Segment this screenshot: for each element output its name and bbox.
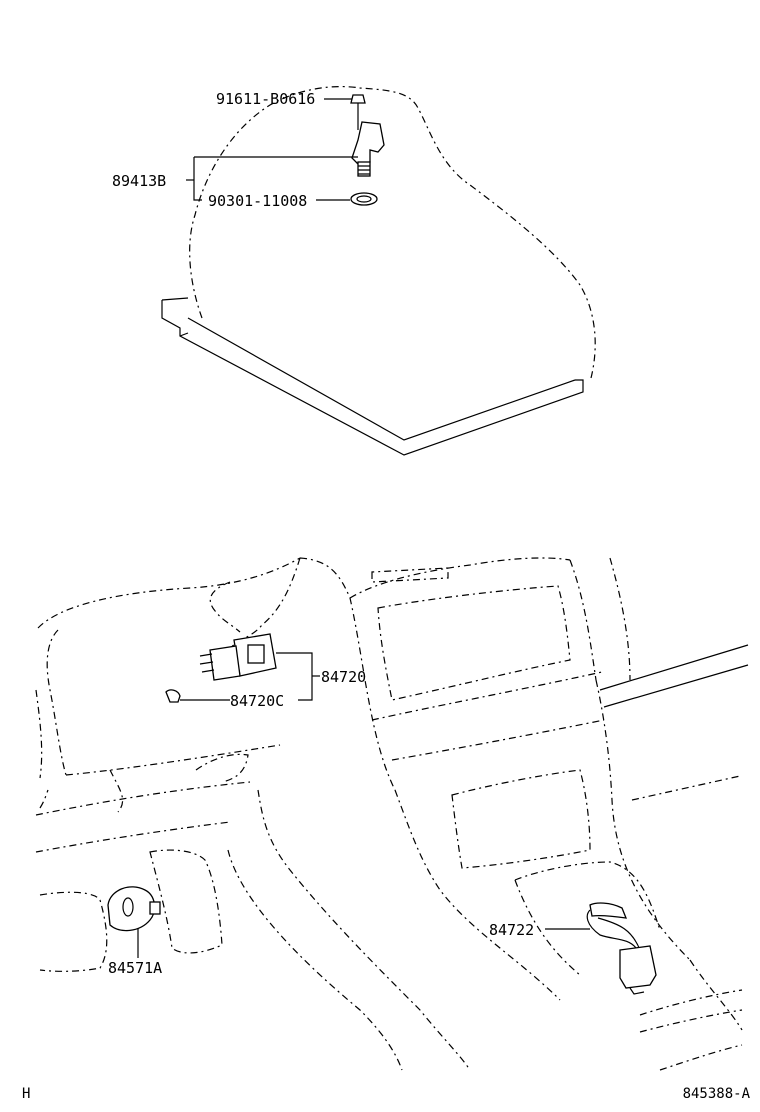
- label-clip: 84720C: [230, 692, 284, 710]
- shift-switch-84722: [586, 902, 657, 995]
- bolt-icon: [350, 94, 366, 104]
- top-leaders: [186, 98, 358, 201]
- label-knee-switch: 84571A: [108, 959, 162, 977]
- round-switch-icon: [107, 886, 156, 932]
- footer-code: H: [22, 1086, 30, 1102]
- transmission-pan-edge: [161, 297, 189, 337]
- transmission-housing-outline: [189, 86, 596, 383]
- bottom-leaders: [137, 652, 590, 958]
- switch-84720: [199, 633, 277, 681]
- gasket-icon: [350, 192, 378, 206]
- clip-icon: [165, 689, 181, 703]
- switch-84571A: [107, 886, 161, 932]
- sensor-icon: [351, 121, 385, 165]
- transmission-assembly: [161, 86, 596, 456]
- shift-switch-icon: [619, 945, 657, 989]
- label-gasket: 90301-11008: [208, 192, 307, 210]
- label-bolt: 91611-B0616: [216, 90, 315, 108]
- harness-icon: [589, 902, 628, 919]
- drawing-number: 845388-A: [683, 1086, 751, 1102]
- dashboard-outline: [35, 557, 749, 1071]
- transmission-pan-top: [187, 317, 576, 441]
- label-shift-switch: 84722: [489, 921, 534, 939]
- label-switch: 84720: [321, 668, 366, 686]
- speed-sensor-group: [350, 94, 385, 206]
- transmission-pan: [161, 300, 584, 456]
- clip-84720C: [165, 689, 181, 703]
- label-sensor: 89413B: [112, 172, 166, 190]
